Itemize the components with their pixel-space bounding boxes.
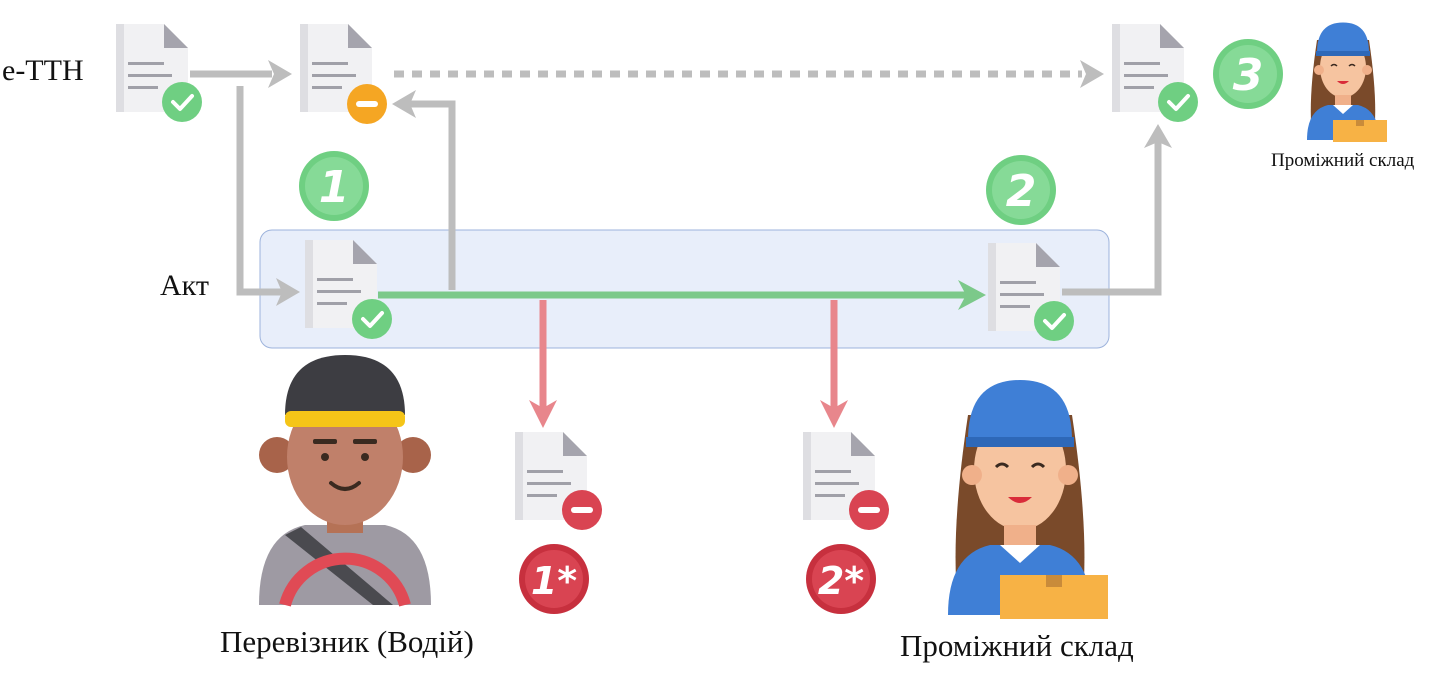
arrow-act-to-pending [410,100,456,290]
arrow-act-to-final [1062,142,1162,296]
warehouse-small-label: Проміжний склад [1271,150,1415,171]
check-circle-icon [350,297,394,341]
badge-step-1: 1 [299,151,369,221]
check-circle-icon [1156,80,1200,124]
check-circle-icon [160,80,204,124]
driver-avatar-icon [259,355,431,605]
minus-circle-orange-icon [347,84,387,124]
carrier-label: Перевізник (Водій) [220,624,474,659]
warehouse-worker-small-avatar-icon [1306,21,1388,143]
minus-circle-red-icon [849,490,889,530]
arrow-head-green [958,280,986,310]
badge-step-1-text: 1 [319,162,350,213]
badge-step-2: 2 [986,155,1056,225]
row-label-ettn: е-ТТН [2,54,84,87]
badge-reject-2: 2* [806,544,876,614]
badge-reject-1-text: 1* [531,559,577,603]
arrow-heads-gray [268,60,1172,306]
arrow-ettn-to-act [236,86,282,296]
doc-ettn-approved [116,24,204,124]
minus-circle-red-icon [562,490,602,530]
badge-reject-1: 1* [519,544,589,614]
doc-ettn-final [1112,24,1200,124]
badge-reject-2-text: 2* [818,559,864,603]
badge-step-3: 3 [1213,39,1283,109]
reject-arrows [529,300,848,428]
doc-reject-2 [803,432,889,530]
doc-ettn-pending [300,24,387,124]
check-circle-icon [1032,299,1076,343]
badge-step-3-text: 3 [1233,50,1264,101]
badge-step-2-text: 2 [1006,166,1037,217]
doc-reject-1 [515,432,602,530]
row-label-act: Акт [160,269,209,302]
warehouse-label: Проміжний склад [900,628,1134,663]
flow-arrows-gray [190,70,1162,296]
warehouse-worker-avatar-icon [946,378,1110,621]
